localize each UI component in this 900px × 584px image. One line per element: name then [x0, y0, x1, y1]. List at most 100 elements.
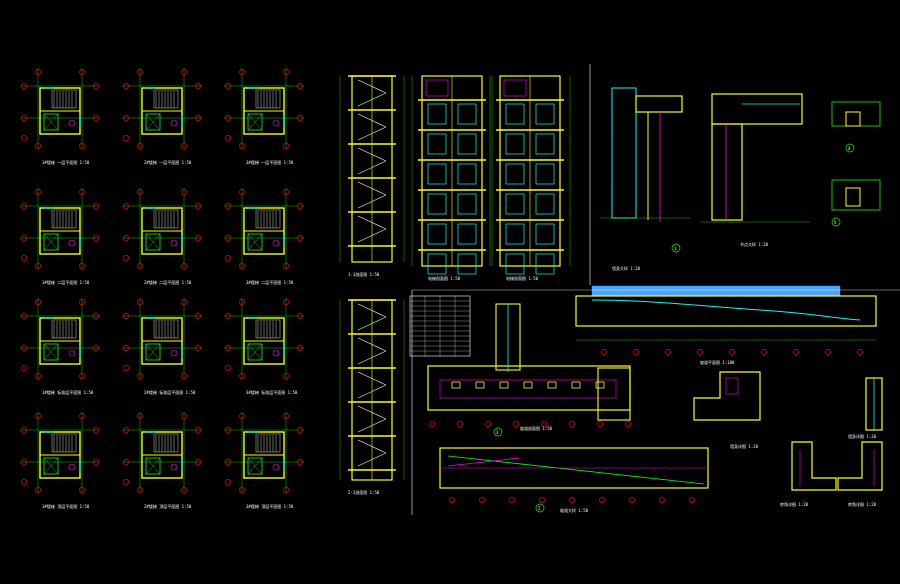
- axis-bubble: [181, 413, 187, 419]
- axis-bubble: [297, 427, 303, 433]
- plan-caption: 3#楼梯 一层平面图 1:50: [246, 159, 294, 165]
- axis-bubble: [195, 345, 201, 351]
- elevator-box: [145, 113, 161, 131]
- axis-bubble: [21, 135, 27, 141]
- elevator-door: [505, 103, 525, 125]
- axis-bubble: [93, 83, 99, 89]
- axis-bubble: [449, 497, 455, 503]
- section-caption: 1-1剖面图 1:50: [348, 271, 380, 277]
- detail-marker: [493, 427, 503, 437]
- elevator-box: [247, 233, 263, 251]
- plan-caption: 2#楼梯 一层平面图 1:50: [144, 159, 192, 165]
- stair-plan: 3#楼梯 顶层平面图 1:50: [224, 412, 304, 509]
- door-swing: [272, 239, 280, 247]
- axis-bubble: [79, 413, 85, 419]
- stair-flight: [357, 113, 387, 128]
- step-core: [725, 377, 739, 395]
- ramp-column: [547, 381, 557, 389]
- axis-bubble: [283, 487, 289, 493]
- elevator-door: [535, 253, 555, 275]
- door-swing: [68, 119, 76, 127]
- axis-bubble: [729, 349, 735, 355]
- axis-bubble: [225, 255, 231, 261]
- stair-flight: [357, 405, 387, 420]
- axis-bubble: [21, 313, 27, 319]
- machine-room: [503, 79, 527, 97]
- stair-flight: [255, 89, 281, 109]
- axis-bubble: [137, 373, 143, 379]
- step-outline: [693, 371, 761, 421]
- axis-bubble: [123, 115, 129, 121]
- axis-bubble: [239, 69, 245, 75]
- axis-bubble: [689, 497, 695, 503]
- axis-bubble: [239, 299, 245, 305]
- axis-bubble: [79, 263, 85, 269]
- axis-bubble: [239, 263, 245, 269]
- ramp-caption: 坡道大样 1:50: [560, 507, 589, 513]
- plan-caption: 1#楼梯 顶层平面图 1:50: [42, 503, 90, 509]
- axis-bubble: [479, 497, 485, 503]
- stair-flight: [357, 439, 387, 454]
- axis-bubble: [429, 421, 435, 427]
- axis-bubble: [21, 459, 27, 465]
- axis-bubble: [825, 349, 831, 355]
- axis-bubble: [297, 313, 303, 319]
- axis-bubble: [79, 487, 85, 493]
- section-caption: 2-2剖面图 1:50: [348, 489, 380, 495]
- axis-bubble: [283, 373, 289, 379]
- elevator-box: [43, 113, 59, 131]
- axis-bubble: [857, 349, 863, 355]
- axis-bubble: [123, 345, 129, 351]
- node-detail-3: 45: [831, 101, 881, 227]
- detail-number: 5: [834, 220, 837, 225]
- axis-bubble: [123, 135, 129, 141]
- axis-bubble: [539, 497, 545, 503]
- elevator-door: [535, 103, 555, 125]
- stair-flight: [357, 371, 387, 386]
- stair-plan: 2#楼梯 标准层平面图 1:50: [122, 298, 202, 395]
- plan-caption: 2#楼梯 二层平面图 1:50: [144, 279, 192, 285]
- axis-bubble: [137, 189, 143, 195]
- stair-plan: 2#楼梯 一层平面图 1:50: [122, 68, 202, 165]
- elevator-box: [247, 113, 263, 131]
- detail-outline: [611, 87, 637, 219]
- elevator-box: [43, 233, 59, 251]
- stair-plan: 1#楼梯 二层平面图 1:50: [20, 188, 100, 285]
- axis-bubble: [181, 189, 187, 195]
- stair-plan: 3#楼梯 二层平面图 1:50: [224, 188, 304, 285]
- axis-bubble: [181, 299, 187, 305]
- axis-bubble: [225, 365, 231, 371]
- detail-marker: [671, 243, 681, 253]
- elevator-box: [43, 457, 59, 475]
- stair-flight: [51, 433, 77, 453]
- axis-bubble: [283, 413, 289, 419]
- elevator-cross: [43, 457, 59, 475]
- elevator-cross: [247, 113, 263, 131]
- stair-flight: [51, 319, 77, 339]
- elevator-door: [505, 223, 525, 245]
- elevator-door: [457, 193, 477, 215]
- stair-flight: [255, 433, 281, 453]
- detail-number: 4: [848, 146, 851, 151]
- elevator-cross: [145, 457, 161, 475]
- elevator-cross: [145, 233, 161, 251]
- axis-bubble: [225, 345, 231, 351]
- axis-bubble: [79, 189, 85, 195]
- axis-bubble: [21, 479, 27, 485]
- axis-bubble: [697, 349, 703, 355]
- axis-bubble: [123, 83, 129, 89]
- axis-bubble: [283, 189, 289, 195]
- axis-bubble: [509, 497, 515, 503]
- axis-bubble: [283, 299, 289, 305]
- axis-bubble: [79, 299, 85, 305]
- axis-bubble: [35, 487, 41, 493]
- elevator-door: [535, 163, 555, 185]
- axis-bubble: [225, 459, 231, 465]
- detail-caption: 墙身大样 1:20: [612, 265, 641, 271]
- axis-bubble: [137, 69, 143, 75]
- elevator-door: [427, 253, 447, 275]
- axis-bubble: [79, 373, 85, 379]
